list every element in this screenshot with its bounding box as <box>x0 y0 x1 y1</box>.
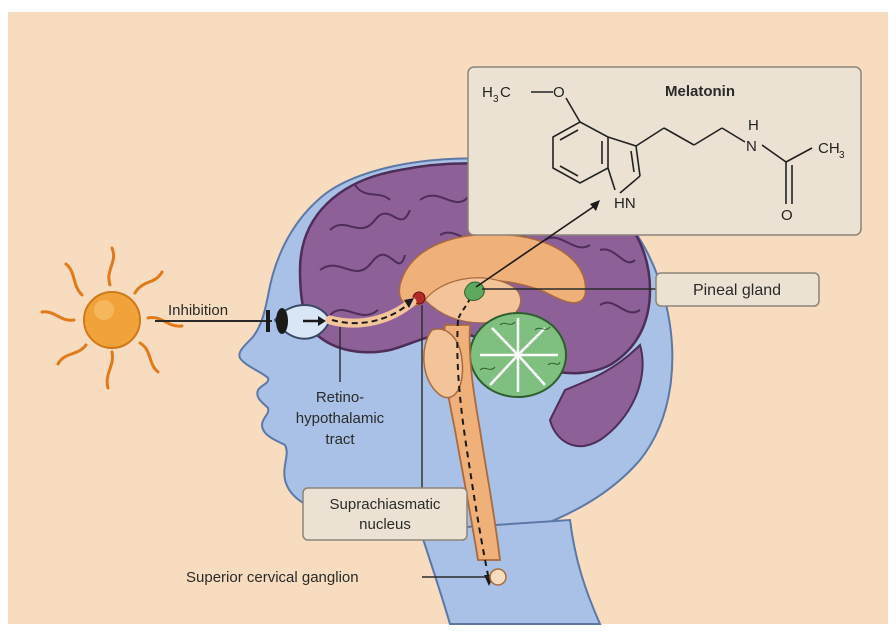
carbonyl-oxygen: O <box>781 207 793 224</box>
rht-label-line2: hypothalamic <box>296 410 385 427</box>
melatonin-title: Melatonin <box>665 83 735 100</box>
indole-hn: HN <box>614 195 636 212</box>
methyl-ch: CH <box>818 140 840 157</box>
pineal-gland-label: Pineal gland <box>693 282 781 299</box>
h3c-subscript: 3 <box>493 94 499 105</box>
methyl-subscript: 3 <box>839 150 845 161</box>
amide-hydrogen: H <box>748 117 759 134</box>
h3c-h: H <box>482 84 493 101</box>
inhibition-label: Inhibition <box>168 302 228 319</box>
scn-label-line1: Suprachiasmatic <box>330 496 441 513</box>
methoxy-oxygen: O <box>553 84 565 101</box>
amide-nitrogen: N <box>746 138 757 155</box>
h3c-c: C <box>500 84 511 101</box>
rht-label-line1: Retino- <box>316 389 364 406</box>
cerebellum <box>470 313 566 397</box>
scn-label-line2: nucleus <box>359 516 411 533</box>
superior-cervical-ganglion-label: Superior cervical ganglion <box>186 569 359 586</box>
superior-cervical-ganglion <box>490 569 506 585</box>
rht-label-line3: tract <box>325 431 355 448</box>
